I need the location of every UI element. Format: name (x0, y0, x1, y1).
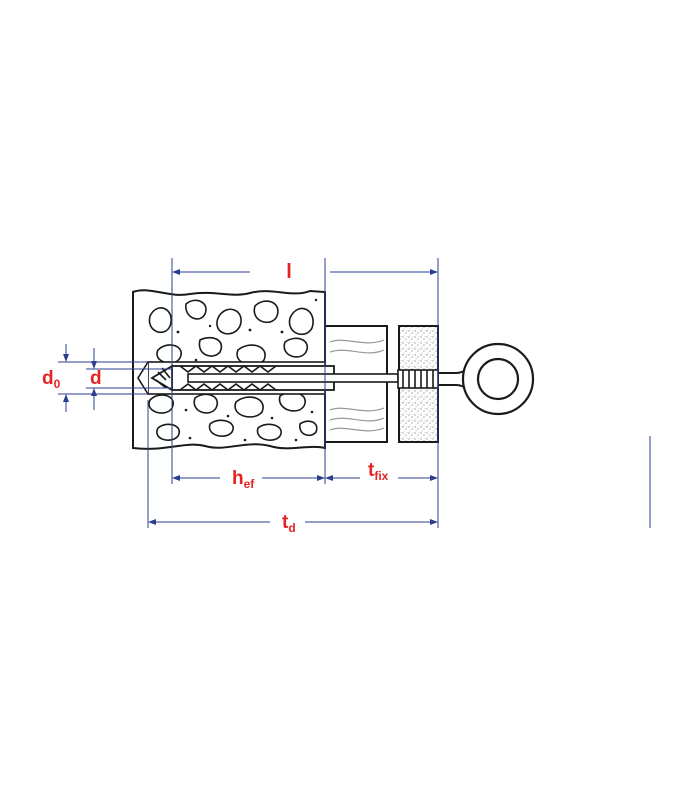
label-td: td (282, 512, 296, 535)
label-td-main: t (282, 512, 289, 533)
label-d0-sub: 0 (54, 377, 61, 391)
label-tfix-sub: fix (374, 469, 388, 483)
label-d0: d0 (42, 368, 61, 391)
label-l: l (286, 261, 292, 283)
label-hef-sub: ef (244, 477, 256, 491)
label-tfix: tfix (368, 460, 389, 483)
dimension-lines (58, 258, 651, 528)
label-td-sub: d (288, 521, 295, 535)
label-d: d (90, 368, 102, 389)
label-hef: hef (232, 468, 255, 491)
label-hef-main: h (232, 468, 244, 489)
label-d0-main: d (42, 368, 54, 389)
label-tfix-main: t (368, 460, 375, 481)
eye-bolt (187, 342, 535, 416)
